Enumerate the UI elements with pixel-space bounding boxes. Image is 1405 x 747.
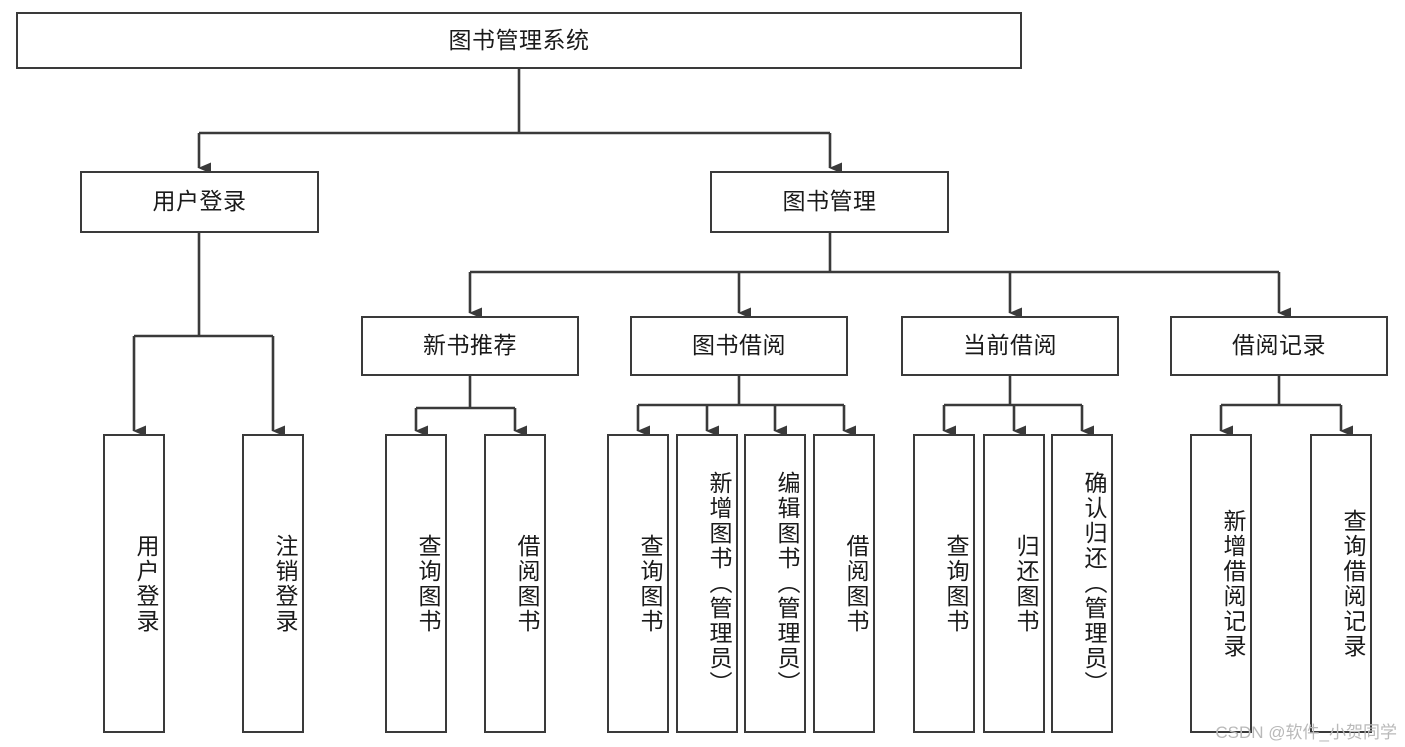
node-root-system[interactable]: 图书管理系统 <box>16 12 1022 69</box>
node-label: 查询图书 <box>415 533 441 634</box>
leaf-borrow-book[interactable]: 借阅图书 <box>813 434 875 733</box>
node-user-login[interactable]: 用户登录 <box>80 171 319 233</box>
node-label: 图书管理系统 <box>448 26 590 53</box>
leaf-query-book-borrow[interactable]: 查询图书 <box>607 434 669 733</box>
node-label: 借阅图书 <box>514 533 540 634</box>
leaf-borrow-book-newbook[interactable]: 借阅图书 <box>484 434 546 733</box>
node-book-management[interactable]: 图书管理 <box>710 171 949 233</box>
node-label: 当前借阅 <box>963 332 1057 359</box>
node-new-book-recommend[interactable]: 新书推荐 <box>361 316 579 376</box>
node-label: 注销登录 <box>272 533 298 634</box>
node-label: 查询图书 <box>943 533 969 634</box>
leaf-edit-book-admin[interactable]: 编辑图书（管理员） <box>744 434 806 733</box>
node-label: 新增图书（管理员） <box>706 471 732 696</box>
node-label: 用户登录 <box>152 188 247 215</box>
leaf-add-borrow-record[interactable]: 新增借阅记录 <box>1190 434 1252 733</box>
node-label: 新书推荐 <box>423 332 517 359</box>
leaf-query-borrow-record[interactable]: 查询借阅记录 <box>1310 434 1372 733</box>
node-current-borrow[interactable]: 当前借阅 <box>901 316 1119 376</box>
node-label: 新增借阅记录 <box>1220 508 1246 659</box>
node-label: 查询图书 <box>637 533 663 634</box>
leaf-return-book[interactable]: 归还图书 <box>983 434 1045 733</box>
leaf-logout[interactable]: 注销登录 <box>242 434 304 733</box>
leaf-user-login[interactable]: 用户登录 <box>103 434 165 733</box>
leaf-confirm-return-admin[interactable]: 确认归还（管理员） <box>1051 434 1113 733</box>
node-label: 确认归还（管理员） <box>1081 471 1107 696</box>
node-label: 查询借阅记录 <box>1340 508 1366 659</box>
node-label: 编辑图书（管理员） <box>774 471 800 696</box>
node-label: 借阅记录 <box>1232 332 1326 359</box>
node-book-borrow[interactable]: 图书借阅 <box>630 316 848 376</box>
node-borrow-record[interactable]: 借阅记录 <box>1170 316 1388 376</box>
node-label: 归还图书 <box>1013 533 1039 634</box>
csdn-watermark: CSDN @软件_小贺同学 <box>1215 723 1397 742</box>
node-label: 图书借阅 <box>692 332 786 359</box>
node-label: 用户登录 <box>133 533 159 634</box>
node-label: 图书管理 <box>782 188 877 215</box>
leaf-query-book-current[interactable]: 查询图书 <box>913 434 975 733</box>
leaf-add-book-admin[interactable]: 新增图书（管理员） <box>676 434 738 733</box>
leaf-query-book-newbook[interactable]: 查询图书 <box>385 434 447 733</box>
node-label: 借阅图书 <box>843 533 869 634</box>
